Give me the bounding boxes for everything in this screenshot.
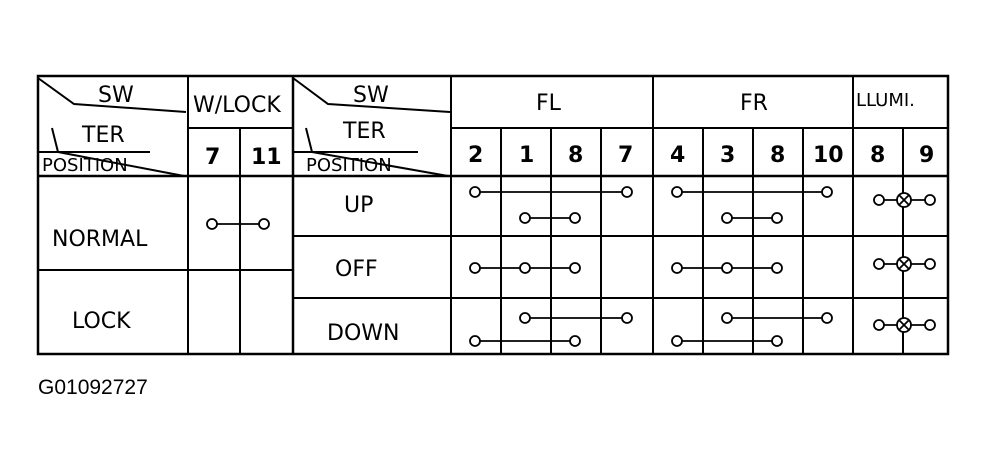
- continuity-up-illumi-bulb: [873, 192, 936, 208]
- left-terminal-11: 11: [251, 145, 282, 170]
- continuity-down-fr-4-8: [671, 335, 783, 347]
- continuity-off-illumi-bulb: [873, 256, 936, 272]
- right-sw-label: SW: [353, 83, 389, 108]
- figure-code: G01092727: [38, 376, 148, 399]
- position-off: OFF: [335, 257, 378, 282]
- continuity-up-fl-1-8: [519, 212, 581, 224]
- continuity-down-fl-1-7: [519, 312, 633, 324]
- left-ter-label: TER: [81, 123, 125, 148]
- llumi-group-label: LLUMI.: [856, 90, 915, 111]
- continuity-up-fr-4-10: [671, 186, 833, 198]
- fl-terminal-8: 8: [568, 143, 583, 168]
- continuity-down-illumi-bulb: [873, 317, 936, 333]
- fr-terminal-8: 8: [770, 143, 785, 168]
- llumi-terminal-9: 9: [919, 143, 934, 168]
- position-lock: LOCK: [72, 309, 131, 334]
- left-terminal-7: 7: [205, 145, 220, 170]
- wlock-group-label: W/LOCK: [193, 93, 281, 118]
- continuity-normal-7-11: [206, 218, 270, 230]
- fr-terminal-10: 10: [813, 143, 844, 168]
- continuity-up-fr-3-8: [721, 212, 783, 224]
- position-normal: NORMAL: [52, 227, 148, 252]
- left-position-label: POSITION: [42, 155, 128, 176]
- continuity-up-fl-2-7: [469, 186, 633, 198]
- continuity-off-fl-2-1-8: [469, 262, 581, 274]
- fr-terminal-3: 3: [720, 143, 735, 168]
- fr-group-label: FR: [740, 91, 768, 116]
- continuity-down-fl-2-8: [469, 335, 581, 347]
- fl-group-label: FL: [536, 91, 562, 116]
- fl-terminal-1: 1: [519, 143, 534, 168]
- right-ter-label: TER: [342, 119, 386, 144]
- left-sw-label: SW: [98, 83, 134, 108]
- fl-terminal-7: 7: [618, 143, 633, 168]
- llumi-terminal-8: 8: [870, 143, 885, 168]
- fr-terminal-4: 4: [670, 143, 685, 168]
- position-up: UP: [344, 193, 373, 218]
- continuity-off-fr-4-3-8: [671, 262, 783, 274]
- fl-terminal-2: 2: [468, 143, 483, 168]
- continuity-down-fr-3-10: [721, 312, 833, 324]
- position-down: DOWN: [327, 321, 399, 346]
- right-position-label: POSITION: [306, 155, 392, 176]
